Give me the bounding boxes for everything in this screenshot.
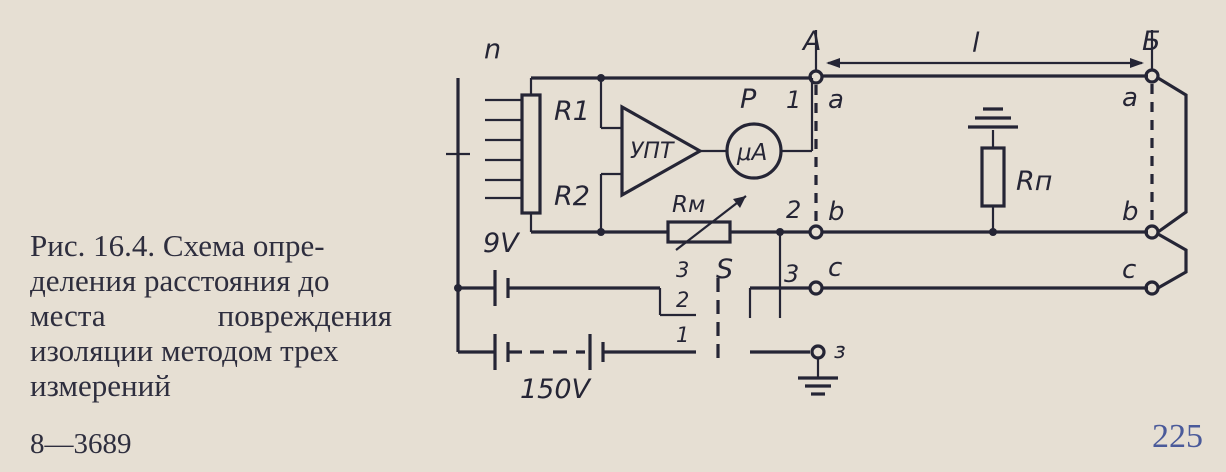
- label-pos1: 1: [676, 323, 689, 347]
- label-term3: 3: [784, 260, 799, 288]
- caption-line: измерений: [30, 368, 171, 403]
- page-number: 225: [1152, 418, 1203, 455]
- label-ground-node: з: [834, 339, 846, 364]
- label-wire-c-left: c: [828, 253, 842, 283]
- label-wire-c-right: c: [1122, 255, 1136, 285]
- caption-line: изоляции методом трех: [30, 333, 339, 368]
- label-r2: R2: [554, 181, 590, 212]
- ground-terminal: [810, 344, 826, 360]
- amplifier: [620, 104, 704, 198]
- caption-line: Рис. 16.4. Схема опре-: [30, 228, 325, 263]
- resistor-rp: [980, 146, 1006, 208]
- label-amplifier: УПТ: [630, 139, 675, 164]
- loop-bc: [1157, 232, 1188, 290]
- label-rp: Rп: [1016, 166, 1052, 197]
- label-r1: R1: [554, 96, 590, 127]
- label-meter: μA: [736, 140, 767, 166]
- label-n: n: [484, 34, 501, 65]
- label-meter-p: P: [740, 84, 757, 115]
- label-wire-b-left: b: [828, 197, 845, 227]
- label-term2: 2: [786, 196, 801, 224]
- label-wire-a-left: a: [828, 85, 844, 115]
- label-wire-b-right: b: [1122, 197, 1139, 227]
- label-node-a: A: [801, 26, 821, 57]
- label-9v: 9V: [483, 228, 521, 259]
- print-signature: 8—3689: [30, 428, 132, 460]
- label-pos2: 2: [676, 288, 689, 312]
- caption-line: деления расстояния до: [30, 263, 330, 298]
- label-switch-s: S: [716, 254, 733, 285]
- label-pos3: 3: [676, 258, 689, 282]
- label-node-b: Б: [1142, 26, 1161, 57]
- loop-ab: [1157, 76, 1188, 234]
- label-term1: 1: [786, 86, 801, 114]
- divider-resistor: [520, 93, 542, 215]
- label-length: l: [972, 28, 980, 59]
- label-rm: Rм: [672, 192, 705, 218]
- caption-line: места повреждения: [30, 298, 392, 333]
- label-wire-a-right: a: [1122, 83, 1138, 113]
- label-150v: 150V: [520, 374, 593, 405]
- figure-caption: Рис. 16.4. Схема опре- деления расстояни…: [30, 228, 392, 403]
